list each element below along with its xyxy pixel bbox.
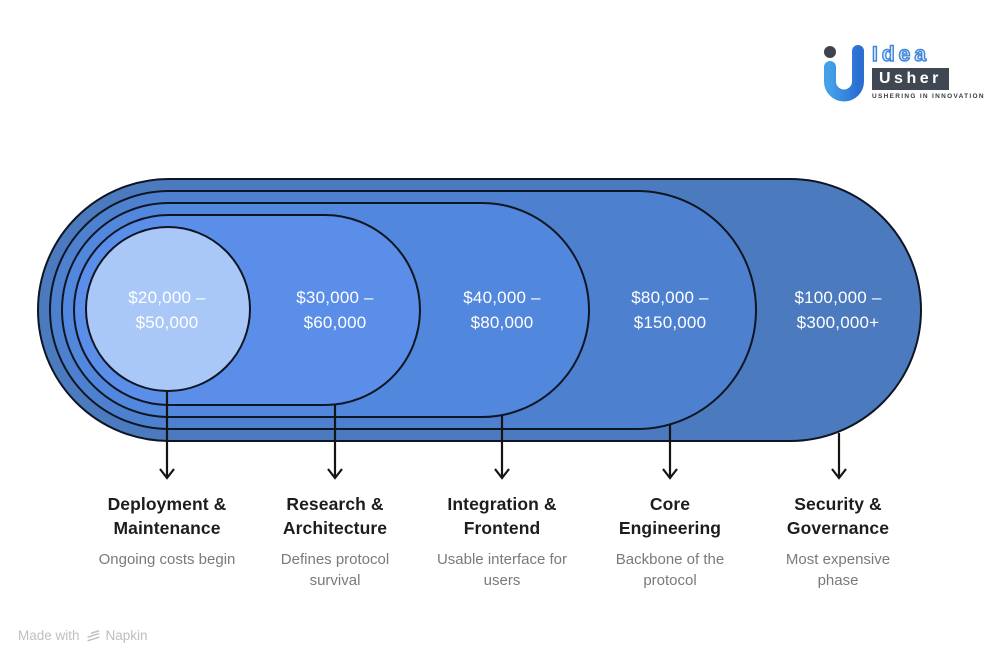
phase-subtitle: Ongoing costs begin xyxy=(98,551,236,568)
logo-brand-usher: Usher xyxy=(872,68,949,90)
cost-label-integration: $40,000 – $80,000 xyxy=(463,288,541,332)
phase-title: Security & Governance xyxy=(786,494,890,538)
ideausher-logo-mark-icon xyxy=(824,45,864,102)
phase-title: Deployment & Maintenance xyxy=(107,494,227,538)
logo-i-dot xyxy=(824,46,836,58)
cost-label-research: $30,000 – $60,000 xyxy=(296,288,374,332)
napkin-logo-icon xyxy=(86,630,99,642)
cost-label-security: $100,000 – $300,000+ xyxy=(794,288,882,332)
phase-subtitle: Usable interface for users xyxy=(436,551,568,589)
phase-column-security: Security & Governance Most expensive pha… xyxy=(733,492,943,591)
phase-column-integration: Integration & Frontend Usable interface … xyxy=(397,492,607,591)
phase-subtitle: Defines protocol survival xyxy=(280,551,390,589)
phase-title: Research & Architecture xyxy=(282,494,388,538)
logo-tagline: USHERING IN INNOVATION xyxy=(872,93,985,100)
phase-column-deployment: Deployment & Maintenance Ongoing costs b… xyxy=(62,492,272,570)
phase-title: Core Engineering xyxy=(618,494,722,538)
made-with-label: Made with xyxy=(18,628,80,643)
cost-label-deployment: $20,000 – $50,000 xyxy=(128,288,206,332)
phase-column-research: Research & Architecture Defines protocol… xyxy=(230,492,440,591)
phase-title: Integration & Frontend xyxy=(447,494,557,538)
napkin-brand-label: Napkin xyxy=(105,628,148,643)
phase-subtitle: Most expensive phase xyxy=(785,551,891,589)
ideausher-logo: Idea Usher USHERING IN INNOVATION xyxy=(820,43,985,106)
cost-label-core: $80,000 – $150,000 xyxy=(631,288,709,332)
phase-column-core: Core Engineering Backbone of the protoco… xyxy=(565,492,775,591)
made-with-napkin: Made with Napkin xyxy=(18,627,148,644)
phase-subtitle: Backbone of the protocol xyxy=(615,551,725,589)
logo-brand-idea: Idea xyxy=(871,43,931,66)
layer-shape-deployment-maintenance xyxy=(85,226,251,392)
